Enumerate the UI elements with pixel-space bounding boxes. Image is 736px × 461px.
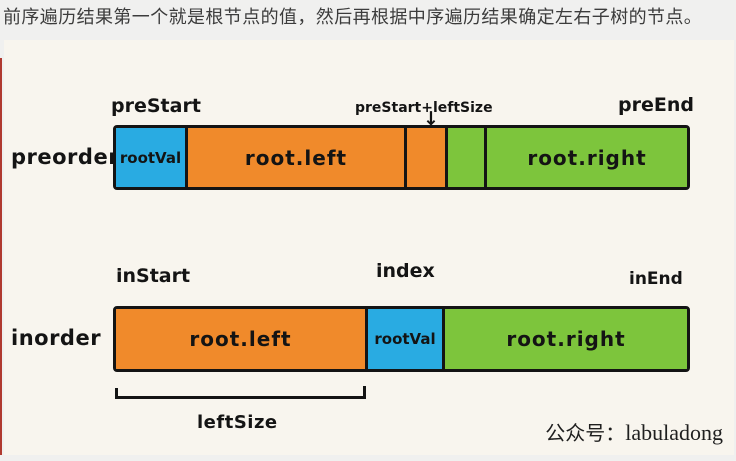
label-index: index: [376, 260, 435, 282]
bracket-left-tick: [115, 388, 118, 396]
inorder-segment-rootval: rootVal: [368, 309, 445, 369]
preorder-segment-left-tail: [407, 128, 448, 187]
label-leftsize: leftSize: [197, 412, 278, 433]
segment-label: root.right: [527, 145, 647, 170]
watermark-prefix: 公众号：: [545, 421, 626, 445]
inorder-segment-root-right: root.right: [445, 309, 687, 369]
left-red-border: [0, 58, 2, 455]
segment-label: rootVal: [119, 148, 182, 167]
preorder-segment-root-right: root.right: [487, 128, 687, 187]
preorder-array-bar: rootVal root.left root.right: [113, 125, 690, 190]
diagram-canvas: [4, 40, 734, 455]
preorder-segment-root-left: root.left: [188, 128, 407, 187]
preorder-segment-right-head: [448, 128, 487, 187]
segment-label: root.right: [506, 327, 626, 351]
segment-label: root.left: [189, 327, 292, 351]
label-inend: inEnd: [629, 269, 683, 289]
watermark: 公众号：labuladong: [545, 417, 723, 446]
inorder-segment-root-left: root.left: [116, 309, 368, 369]
label-prestart: preStart: [111, 95, 201, 117]
label-instart: inStart: [116, 265, 191, 287]
leftsize-bracket: [115, 386, 366, 399]
segment-label: rootVal: [374, 330, 436, 348]
down-arrow-icon: ↓: [423, 108, 439, 130]
row-label-inorder: inorder: [11, 326, 102, 350]
watermark-name: labuladong: [625, 420, 723, 445]
label-prestart-plus-leftsize: preStart+leftSize: [355, 100, 493, 116]
explanation-text: 前序遍历结果第一个就是根节点的值，然后再根据中序遍历结果确定左右子树的节点。: [3, 7, 703, 28]
preorder-segment-rootval: rootVal: [116, 128, 188, 187]
inorder-array-bar: root.left rootVal root.right: [113, 306, 690, 372]
segment-label: root.left: [244, 145, 348, 170]
row-label-preorder: preorder: [11, 145, 120, 169]
label-preend: preEnd: [618, 94, 694, 116]
